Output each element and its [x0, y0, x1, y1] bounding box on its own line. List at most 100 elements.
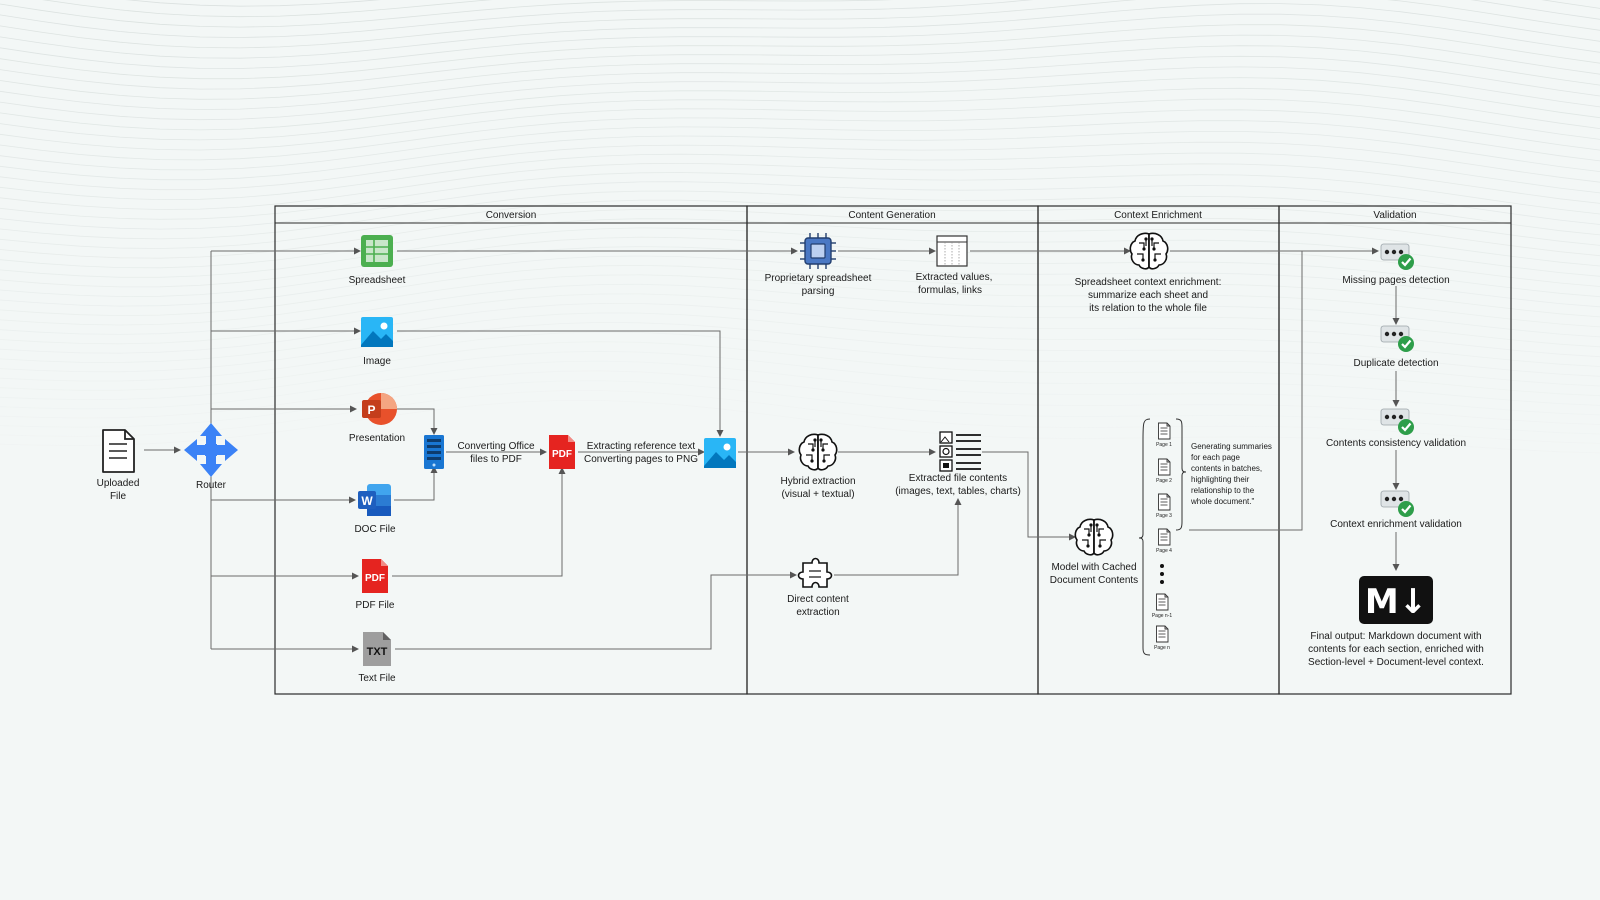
wave-line: [0, 190, 1600, 240]
wave-line: [0, 24, 1600, 80]
table-icon: [936, 235, 968, 267]
word-icon: W: [358, 484, 391, 516]
wave-line: [0, 131, 1600, 181]
page-label-1: Page 1: [1156, 442, 1172, 448]
uploaded-file-label-line2: File: [110, 491, 127, 502]
wave-line: [125, 0, 381, 7]
page-icon: [1158, 422, 1171, 440]
section-header-validation: Validation: [1373, 210, 1416, 221]
final-output-line3: Section-level + Document-level context.: [1308, 657, 1484, 668]
presentation-label: Presentation: [349, 433, 405, 444]
router-arrows-icon: [184, 423, 238, 477]
final-output-line2: contents for each section, enriched with: [1308, 644, 1484, 655]
powerpoint-icon: P: [362, 393, 397, 425]
hybrid-extraction-label-line2: (visual + textual): [781, 489, 854, 500]
puzzle-piece-icon: [797, 557, 833, 588]
wave-line: [0, 264, 1600, 318]
svg-text:PDF: PDF: [365, 573, 385, 584]
text-file-label: Text File: [358, 673, 396, 684]
check-badge-icon: [1379, 407, 1416, 437]
wave-line: [0, 400, 1600, 454]
wave-line: [0, 120, 1600, 171]
wave-line: [0, 331, 1600, 387]
page-label-n: Page n: [1154, 645, 1170, 651]
page-label-2: Page 2: [1156, 478, 1172, 484]
duplicate-detection-label: Duplicate detection: [1353, 358, 1438, 369]
image-icon: [361, 317, 393, 347]
spreadsheet-parsing-label-line1: Proprietary spreadsheet: [765, 273, 872, 284]
page-label-3: Page 3: [1156, 513, 1172, 519]
spreadsheet-icon: [361, 235, 393, 267]
section-header-content-generation: Content Generation: [848, 210, 935, 221]
wave-line: [42, 0, 493, 18]
markdown-icon: M↓: [1359, 576, 1433, 624]
image-label: Image: [363, 356, 391, 367]
pdf-icon: PDF: [362, 559, 388, 593]
connectors: [144, 247, 1400, 653]
wave-line: [0, 141, 1600, 191]
extracted-contents-label-line2: (images, text, tables, charts): [895, 486, 1021, 497]
cached-model-label-line2: Document Contents: [1050, 575, 1138, 586]
cached-model-label-line1: Model with Cached: [1051, 562, 1136, 573]
wave-line: [0, 98, 1600, 151]
spreadsheet-enrichment-label-line1: Spreadsheet context enrichment:: [1075, 277, 1222, 288]
wave-line: [0, 390, 1600, 444]
router-label: Router: [196, 480, 227, 491]
txt-icon: TXT: [363, 632, 391, 666]
server-icon: [424, 435, 444, 469]
page-icon: [1156, 625, 1169, 643]
office-to-pdf-label-line1: Converting Office: [457, 441, 535, 452]
content-list-icon: [939, 431, 981, 472]
wave-line: [0, 45, 1600, 100]
extracted-contents-label-line1: Extracted file contents: [909, 473, 1007, 484]
uploaded-file-label-line1: Uploaded: [97, 478, 140, 489]
wave-line: [0, 218, 1600, 269]
wave-line: [0, 34, 1600, 90]
batch-note-line5: relationship to the: [1191, 486, 1255, 495]
spreadsheet-parsing-label-line2: parsing: [802, 286, 835, 297]
section-header-conversion: Conversion: [486, 210, 537, 221]
wave-line: [0, 13, 1600, 69]
section-header-context-enrichment: Context Enrichment: [1114, 210, 1202, 221]
svg-text:W: W: [361, 494, 373, 508]
wave-line: [0, 0, 1600, 28]
batch-note-line2: for each page: [1191, 453, 1240, 462]
markdown-badge-text: M↓: [1365, 582, 1427, 622]
extracted-values-label-line1: Extracted values,: [916, 272, 993, 283]
svg-text:PDF: PDF: [552, 449, 572, 460]
wave-line: [0, 66, 1600, 121]
wave-line: [0, 162, 1600, 210]
section-frames: [274, 205, 1512, 695]
pdf-to-png-label-line2: Converting pages to PNG: [584, 454, 698, 465]
pdf-icon: PDF: [549, 435, 575, 469]
wave-line: [0, 341, 1600, 397]
batch-note-line3: contents in batches,: [1191, 464, 1262, 473]
hybrid-extraction-label-line1: Hybrid extraction: [780, 476, 855, 487]
wave-line: [0, 3, 1600, 59]
check-badge-icon: [1379, 324, 1416, 354]
wave-line: [0, 236, 1600, 288]
batch-note-line1: Generating summaries: [1191, 442, 1272, 451]
page-icon: [1158, 493, 1171, 511]
wave-line: [0, 380, 1600, 435]
direct-extraction-label-line2: extraction: [796, 607, 839, 618]
svg-text:TXT: TXT: [367, 646, 388, 658]
wave-line: [0, 321, 1600, 377]
wave-line: [0, 77, 1600, 131]
brain-circuit-icon: [1129, 232, 1169, 270]
brain-circuit-icon: [1074, 518, 1114, 556]
pdf-file-label: PDF File: [356, 600, 395, 611]
wave-line: [0, 293, 1600, 348]
page-label-n-minus-1: Page n-1: [1152, 613, 1173, 619]
wave-line: [0, 208, 1600, 259]
context-validation-label: Context enrichment validation: [1330, 519, 1462, 530]
wave-line: [0, 55, 1600, 110]
wave-line: [0, 370, 1600, 425]
page-icon: [1156, 593, 1169, 611]
doc-file-label: DOC File: [354, 524, 396, 535]
spreadsheet-enrichment-label-line2: summarize each sheet and: [1088, 290, 1208, 301]
wave-line: [0, 246, 1600, 298]
